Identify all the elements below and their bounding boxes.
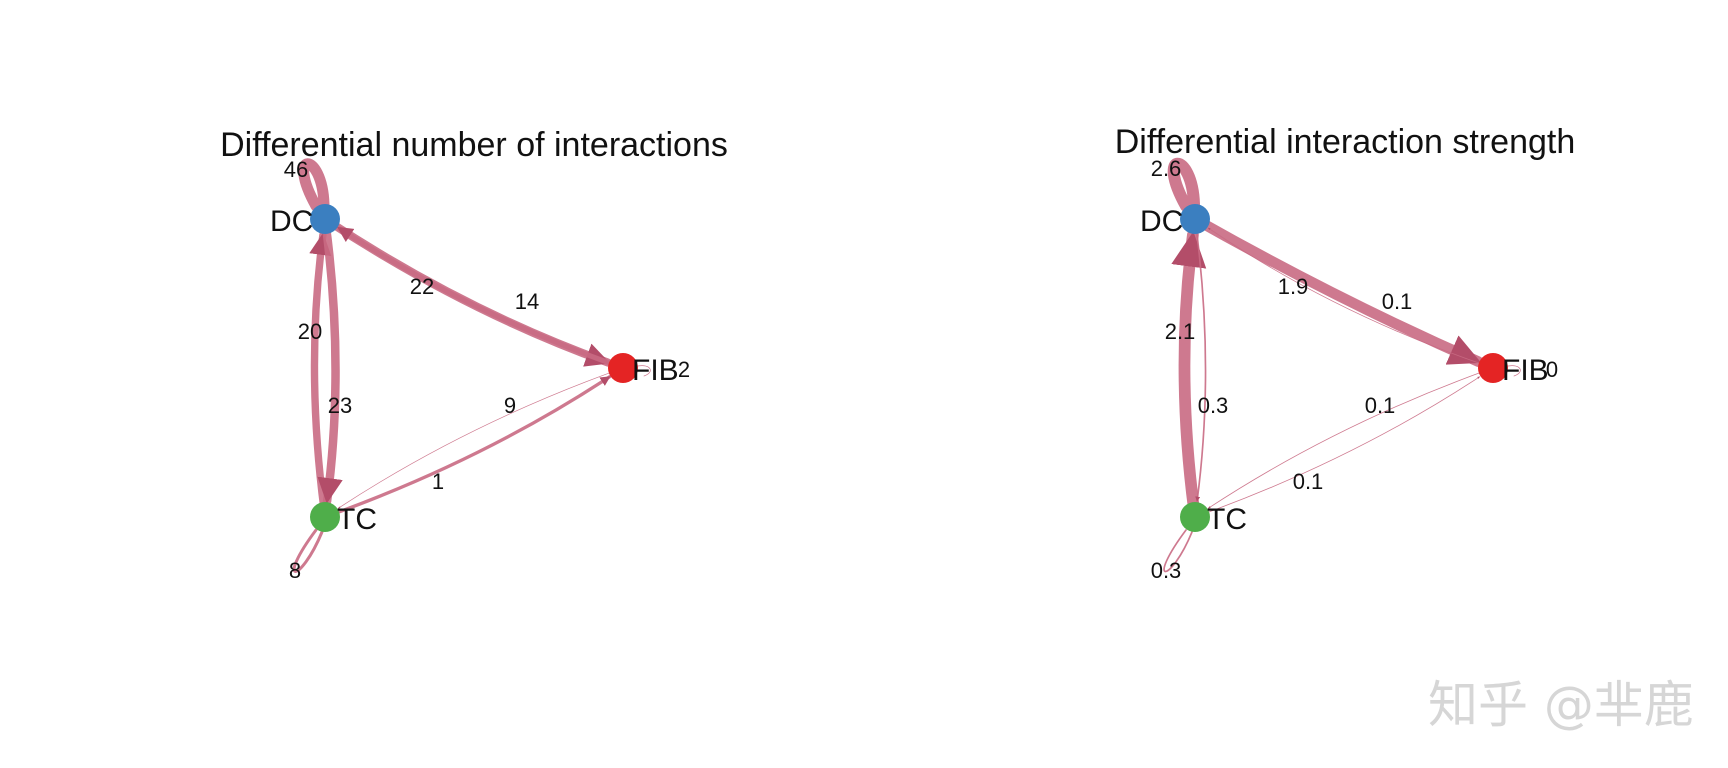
node-dc [1180, 204, 1210, 234]
edge-label: 0.1 [1382, 289, 1413, 314]
network-graph-strength: Differential interaction strength DC FIB T… [1115, 123, 1576, 583]
edge-label: 2.1 [1165, 319, 1196, 344]
edge-label: 0.1 [1293, 469, 1324, 494]
node-label-tc: TC [1207, 503, 1247, 536]
node-label-dc: DC [270, 205, 313, 238]
edge-label: 2 [678, 357, 690, 382]
node-label-tc: TC [337, 503, 377, 536]
graph-title: Differential interaction strength [1115, 123, 1576, 161]
edge-label: 0.3 [1151, 558, 1182, 583]
node-fib [1478, 353, 1508, 383]
edge-dc-to-dc [1167, 157, 1200, 212]
edge-label: 22 [410, 274, 434, 299]
edge-fib-to-tc [1207, 369, 1488, 509]
network-graph-interactions: Differential number of interactions DC FI… [220, 126, 728, 583]
edge-label: 1 [432, 469, 444, 494]
node-dc [310, 204, 340, 234]
edge-label: 0.1 [1365, 393, 1396, 418]
edge-label: 2.6 [1151, 156, 1182, 181]
edge-label: 8 [289, 558, 301, 583]
node-label-fib: FIB [632, 354, 679, 387]
edge-label: 0 [1546, 357, 1558, 382]
node-fib [608, 353, 638, 383]
edge-label: 20 [298, 319, 322, 344]
graph-title: Differential number of interactions [220, 126, 728, 164]
edge-fib-to-dc [1207, 227, 1488, 367]
edge-label: 0.3 [1198, 393, 1229, 418]
edge-label: 1.9 [1278, 274, 1309, 299]
edge-tc-to-tc [1163, 529, 1193, 573]
edge-fib-to-tc [338, 369, 618, 509]
edge-tc-to-tc [292, 528, 324, 573]
edge-dc-to-dc [298, 158, 330, 212]
edge-dc-to-fib [1194, 216, 1484, 367]
edge-tc-to-dc [1171, 228, 1207, 517]
watermark: 知乎 @芈鹿 [1428, 676, 1694, 734]
edge-dc-to-fib [325, 218, 613, 367]
edge-tc-to-fib [1200, 376, 1481, 516]
edge-tc-to-fib [328, 375, 612, 517]
edge-label: 23 [328, 393, 352, 418]
edge-dc-to-tc [1194, 224, 1207, 502]
edge-label: 9 [504, 393, 516, 418]
edge-dc-to-tc [317, 220, 343, 506]
node-tc [310, 502, 340, 532]
node-tc [1180, 502, 1210, 532]
edge-label: 46 [284, 157, 308, 182]
edge-label: 14 [515, 289, 539, 314]
edge-tc-to-dc [309, 231, 332, 515]
node-label-dc: DC [1140, 205, 1183, 238]
node-label-fib: FIB [1502, 354, 1549, 387]
edge-fib-to-dc [335, 225, 620, 369]
